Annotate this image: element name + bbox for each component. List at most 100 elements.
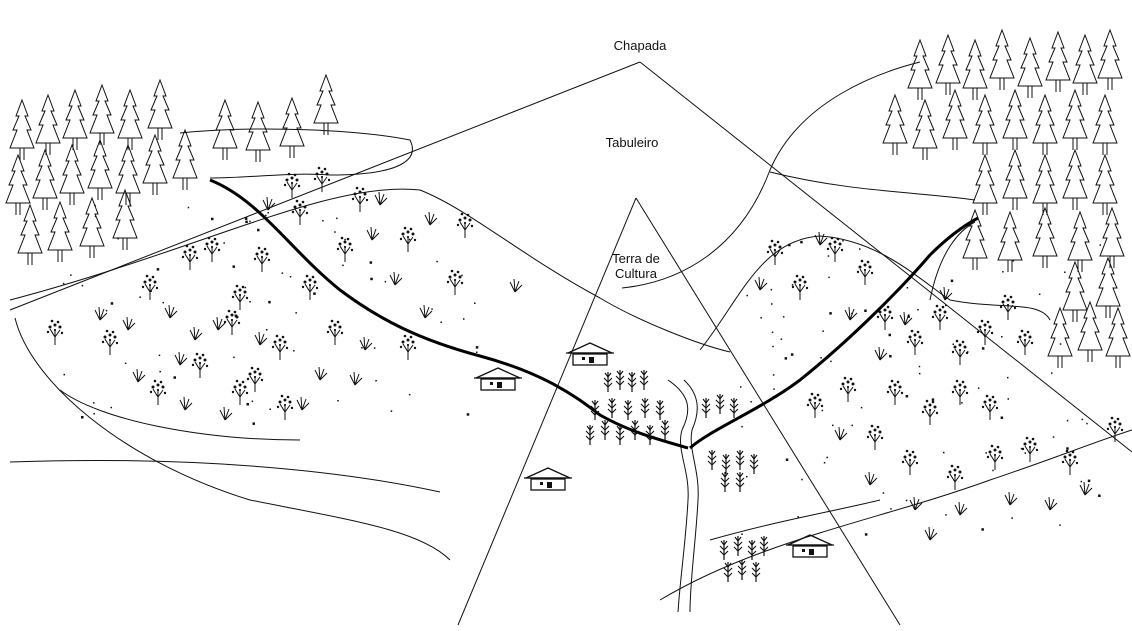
ground-speck bbox=[139, 296, 141, 298]
conifer-tree-icon bbox=[142, 134, 168, 196]
ground-speck bbox=[94, 215, 97, 218]
conifer-tree-icon bbox=[1032, 94, 1058, 156]
fruit-tree-icon bbox=[326, 319, 344, 346]
shrub-icon bbox=[132, 368, 146, 383]
conifer-tree-icon bbox=[1097, 29, 1123, 91]
crops-small-center bbox=[603, 369, 649, 393]
shrub-icon bbox=[899, 311, 913, 326]
conifer-tree-icon bbox=[172, 129, 198, 191]
ground-speck bbox=[820, 357, 822, 359]
conifer-tree-icon bbox=[89, 84, 115, 146]
right-small-slope bbox=[709, 499, 881, 541]
ground-speck bbox=[1081, 418, 1084, 421]
ground-speck bbox=[173, 376, 176, 379]
ground-speck bbox=[801, 478, 803, 481]
ground-speck bbox=[150, 290, 152, 292]
ground-speck bbox=[882, 492, 885, 494]
crop-plant-icon bbox=[627, 371, 637, 393]
ground-speck bbox=[851, 424, 853, 427]
ground-speck bbox=[344, 238, 346, 241]
forest-edge-left bbox=[179, 128, 413, 179]
ground-speck bbox=[788, 243, 791, 247]
fruit-tree-icon bbox=[976, 319, 994, 346]
ground-speck bbox=[1012, 260, 1015, 262]
ground-speck bbox=[110, 302, 114, 305]
shrub-icon bbox=[254, 331, 268, 346]
ground-speck bbox=[1059, 343, 1062, 345]
ground-speck bbox=[797, 516, 799, 518]
hill-outline-left-lower bbox=[14, 317, 451, 561]
conifer-tree-icon bbox=[9, 99, 35, 161]
fruit-tree-icon bbox=[999, 294, 1017, 321]
ground-speck bbox=[466, 413, 470, 416]
conifer-tree-icon bbox=[1062, 149, 1088, 211]
fruit-tree-icon bbox=[766, 239, 784, 266]
ground-speck bbox=[232, 265, 235, 268]
ground-speck bbox=[223, 242, 225, 244]
ground-speck bbox=[985, 452, 987, 454]
ground-speck bbox=[851, 312, 853, 315]
crop-plant-icon bbox=[751, 561, 761, 583]
shrub-icon bbox=[212, 316, 226, 331]
fruit-tree-icon bbox=[981, 394, 999, 421]
ground-speck bbox=[1001, 336, 1003, 338]
fruit-tree-icon bbox=[276, 394, 294, 421]
hill-outline-right-lower bbox=[659, 429, 1132, 601]
fruit-tree-icon bbox=[906, 329, 924, 356]
ground-speck bbox=[244, 286, 247, 289]
fruit-tree-icon bbox=[291, 199, 309, 226]
ground-speck bbox=[860, 406, 863, 409]
ground-speck bbox=[93, 402, 95, 404]
fruit-tree-icon bbox=[101, 329, 119, 356]
shrub-icon bbox=[94, 306, 108, 321]
stream-bank bbox=[683, 379, 699, 613]
chapada-tabuleiro-boundary-right bbox=[639, 61, 1132, 453]
shrub-icon bbox=[174, 351, 188, 366]
fruit-tree-icon bbox=[456, 212, 474, 239]
crop-plant-icon bbox=[701, 397, 711, 419]
ground-speck bbox=[950, 279, 954, 283]
fruit-tree-icon bbox=[149, 379, 167, 406]
ground-speck bbox=[828, 276, 830, 279]
conifer-tree-icon bbox=[962, 39, 988, 101]
crop-plant-icon bbox=[720, 471, 730, 493]
crop-plant-icon bbox=[733, 535, 743, 557]
ground-speck bbox=[888, 333, 891, 337]
fruit-tree-icon bbox=[181, 244, 199, 271]
ground-speck bbox=[771, 331, 774, 334]
ground-speck bbox=[293, 350, 295, 352]
ground-speck bbox=[93, 413, 95, 415]
conifer-tree-icon bbox=[117, 89, 143, 151]
ground-speck bbox=[784, 357, 788, 360]
ground-speck bbox=[342, 264, 344, 267]
shrub-icon bbox=[314, 366, 328, 381]
ground-speck bbox=[1066, 447, 1069, 450]
shrub-icon bbox=[366, 226, 380, 241]
shrub-icon bbox=[509, 278, 523, 293]
conifer-tree-icon bbox=[1072, 34, 1098, 96]
shrub-icon bbox=[754, 276, 768, 291]
crop-plant-icon bbox=[639, 369, 649, 391]
ground-speck bbox=[981, 528, 984, 531]
crops-right-small bbox=[701, 393, 759, 493]
shrub-icon bbox=[814, 231, 828, 246]
fruit-tree-icon bbox=[791, 274, 809, 301]
conifer-tree-icon bbox=[1032, 207, 1058, 269]
house-icon bbox=[473, 367, 523, 391]
ground-speck bbox=[791, 284, 794, 286]
ground-speck bbox=[780, 338, 783, 340]
crop-plant-icon bbox=[707, 449, 717, 471]
conifer-tree-icon bbox=[1062, 261, 1088, 323]
ground-speck bbox=[436, 260, 438, 263]
ground-speck bbox=[1002, 271, 1004, 273]
ground-speck bbox=[81, 416, 84, 419]
crop-plant-icon bbox=[615, 369, 625, 391]
ground-speck bbox=[740, 386, 742, 388]
terra-de-cultura-boundary-right bbox=[635, 197, 901, 626]
crop-plant-icon bbox=[719, 539, 729, 561]
crop-plant-icon bbox=[749, 453, 759, 475]
shrub-icon bbox=[389, 271, 403, 286]
fruit-tree-icon bbox=[223, 309, 241, 336]
ground-speck bbox=[772, 345, 774, 348]
